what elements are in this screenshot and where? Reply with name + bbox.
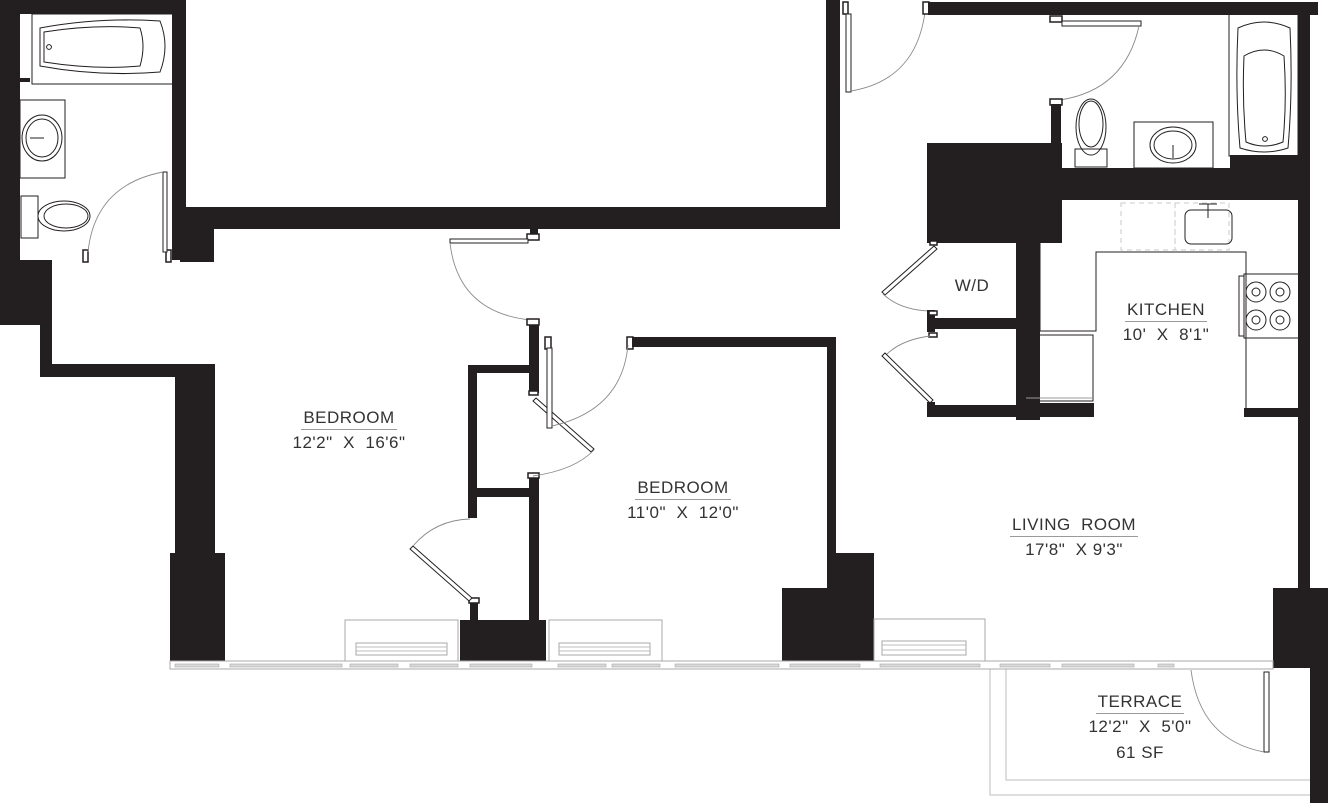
room-label-bedroom-2: BEDROOM 11'0" X 12'0"	[598, 478, 768, 526]
closet-walls	[409, 318, 595, 621]
room-dimensions: 12'2" X 5'0"	[1088, 717, 1192, 736]
bedroom1-door	[449, 229, 540, 321]
room-name: BEDROOM	[635, 478, 731, 500]
sink-icon	[1149, 126, 1197, 164]
room-dimensions: 11'0" X 12'0"	[627, 503, 739, 522]
ac-unit-icon	[873, 618, 986, 662]
west-walls	[40, 0, 840, 661]
bathtub-icon	[39, 19, 166, 75]
room-label-washer-dryer: W/D	[940, 276, 1004, 296]
room-name: BEDROOM	[301, 408, 397, 430]
room-name: TERRACE	[1095, 692, 1185, 714]
room-dimensions: 10' X 8'1"	[1122, 325, 1210, 344]
bedroom2-walls	[460, 336, 874, 661]
room-name: LIVING ROOM	[1009, 515, 1139, 537]
entry-and-east-bath	[842, 1, 1318, 243]
room-dimensions: 12'2" X 16'6"	[292, 433, 406, 452]
sink-icon	[21, 114, 63, 162]
range-icon	[1243, 273, 1301, 339]
room-dimensions: 17'8" X 9'3"	[1025, 540, 1123, 559]
west-bathroom	[0, 0, 214, 325]
room-name: W/D	[954, 276, 990, 295]
room-label-kitchen: KITCHEN 10' X 8'1"	[1104, 300, 1228, 348]
toilet-icon	[1075, 98, 1107, 156]
room-name: KITCHEN	[1124, 300, 1208, 322]
room-area: 61 SF	[1116, 743, 1164, 762]
room-label-terrace: TERRACE 12'2" X 5'0" 61 SF	[1066, 692, 1214, 766]
room-label-bedroom-1: BEDROOM 12'2" X 16'6"	[264, 408, 434, 456]
kitchen-fixtures	[1024, 198, 1310, 598]
door-leaf	[162, 171, 168, 253]
toilet-icon	[37, 200, 91, 232]
room-label-living-room: LIVING ROOM 17'8" X 9'3"	[986, 515, 1162, 563]
east-walls	[989, 588, 1328, 803]
ac-unit-icon	[548, 619, 663, 662]
window-wall	[169, 618, 1274, 670]
ac-unit-icon	[344, 619, 459, 662]
bathtub-icon	[1236, 21, 1292, 153]
laundry-closets	[881, 200, 1040, 420]
